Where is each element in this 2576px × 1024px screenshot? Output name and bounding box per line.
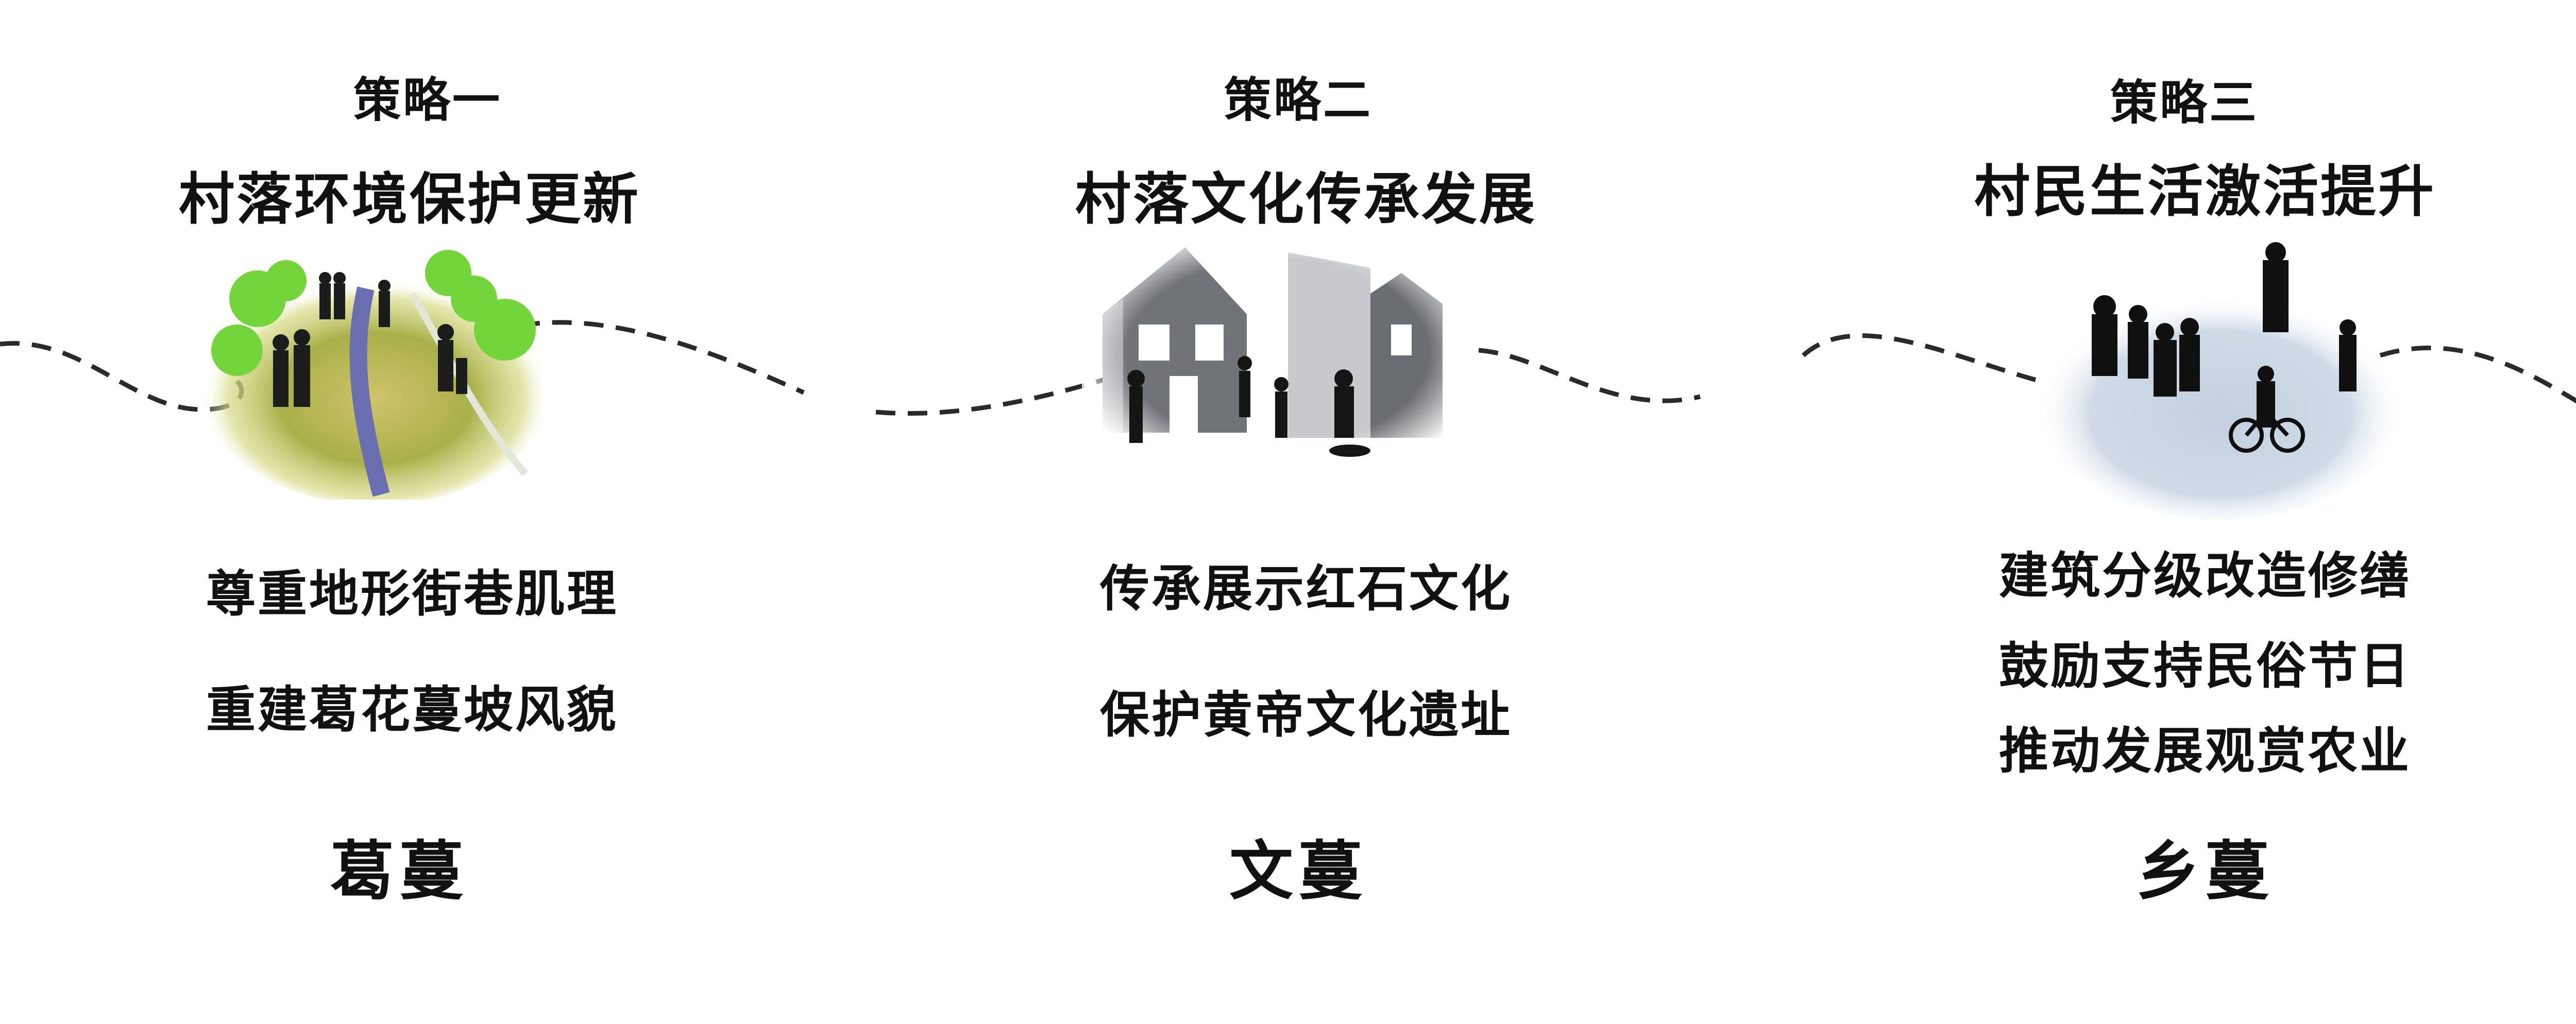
strategy-label: 策略一 <box>353 73 502 128</box>
strategy-point: 推动发展观赏农业 <box>1999 722 2411 780</box>
villagers-gathering-icon <box>2035 242 2406 520</box>
vine-segment-5 <box>1801 333 2041 384</box>
strategy-keyword: 葛蔓 <box>330 834 468 909</box>
vine-segment-6 <box>2379 346 2576 404</box>
strategy-point: 鼓励支持民俗节日 <box>1999 637 2411 695</box>
strategy-point: 建筑分级改造修缮 <box>1999 547 2411 605</box>
strategy-point: 重建葛花蔓坡风貌 <box>206 681 618 739</box>
village-houses-people-icon <box>1082 232 1473 474</box>
strategy-keyword: 乡蔓 <box>2136 834 2274 909</box>
vine-segment-4 <box>1478 348 1701 403</box>
green-path-people-icon <box>201 250 551 500</box>
strategy-point: 尊重地形街巷肌理 <box>206 565 618 623</box>
strategy-point: 传承展示红石文化 <box>1100 560 1512 618</box>
strategy-title: 村民生活激活提升 <box>1974 160 2436 224</box>
strategy-title: 村落环境保护更新 <box>178 167 640 232</box>
strategy-label: 策略二 <box>1224 73 1372 128</box>
strategy-title: 村落文化传承发展 <box>1075 167 1537 232</box>
strategy-label: 策略三 <box>2110 75 2259 130</box>
strategy-keyword: 文蔓 <box>1229 834 1367 909</box>
vine-segment-2 <box>520 320 805 395</box>
vine-segment-3 <box>875 376 1109 416</box>
strategy-point: 保护黄帝文化遗址 <box>1100 686 1512 744</box>
